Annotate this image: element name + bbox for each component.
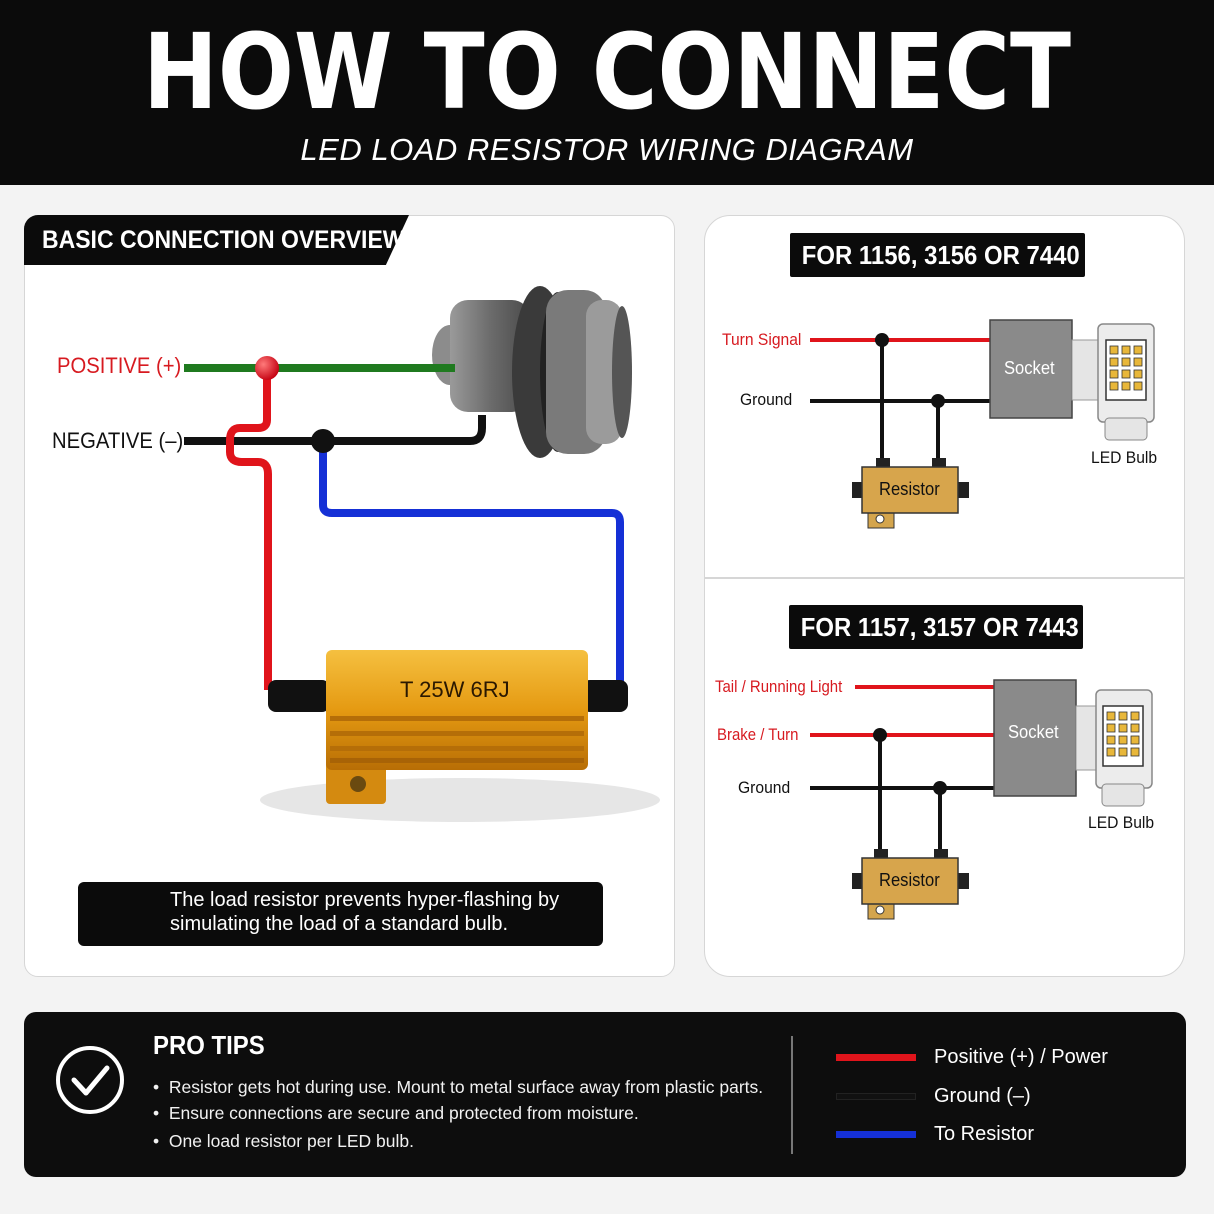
page-title: HOW TO CONNECT — [143, 11, 1071, 133]
tail-light-label: Tail / Running Light — [715, 677, 843, 696]
resistor-box — [861, 857, 959, 905]
led-bulb-label: LED Bulb — [1088, 813, 1155, 832]
info-text: The load resistor prevents hyper-flashin… — [170, 889, 560, 935]
positive-splice — [255, 356, 279, 380]
page-subtitle: LED LOAD RESISTOR WIRING DIAGRAM — [300, 132, 914, 167]
tag-1157 — [789, 605, 1083, 649]
socket-label: Socket — [1008, 722, 1059, 742]
tip-text: One load resistor per LED bulb. — [168, 1131, 414, 1151]
resistor-box — [861, 466, 959, 514]
positive-label: POSITIVE (+) — [57, 353, 182, 378]
led-bulb-label: LED Bulb — [1091, 448, 1158, 467]
pro-tips-box — [24, 1012, 1186, 1177]
resistor-component — [260, 650, 660, 822]
socket-label: Socket — [1004, 358, 1055, 378]
splice-dot — [875, 333, 889, 347]
legend-swatch-resistor — [836, 1131, 916, 1138]
legend-label-ground: Ground (–) — [934, 1085, 1031, 1107]
header-banner — [0, 0, 1214, 185]
socket-box — [989, 319, 1073, 419]
tip-text: Resistor gets hot during use. Mount to m… — [168, 1077, 764, 1097]
negative-wire — [184, 415, 486, 445]
tip-item: • Ensure connections are secure and prot… — [153, 1103, 639, 1123]
legend-swatch-positive — [836, 1054, 916, 1061]
overview-tag-label: BASIC CONNECTION OVERVIEW — [42, 226, 405, 254]
negative-splice — [311, 429, 335, 453]
negative-label: NEGATIVE (–) — [52, 428, 184, 453]
ground-label: Ground — [740, 390, 793, 409]
ground-label: Ground — [738, 778, 791, 797]
splice-dot — [931, 394, 945, 408]
checkmark-icon-path — [71, 1065, 110, 1096]
legend-label-positive: Positive (+) / Power — [934, 1046, 1108, 1068]
tag-1157-label: FOR 1157, 3157 OR 7443 — [800, 612, 1079, 642]
splice-dot — [933, 781, 947, 795]
turn-signal-label: Turn Signal — [722, 330, 802, 349]
tag-1156-label: FOR 1156, 3156 OR 7440 — [801, 240, 1080, 270]
tip-item: • One load resistor per LED bulb. — [153, 1131, 414, 1151]
checkmark-icon — [56, 1046, 124, 1114]
resistor-label: Resistor — [879, 870, 940, 890]
blue-branch-wire — [319, 441, 624, 690]
tips-divider — [791, 1036, 793, 1154]
info-callout — [78, 882, 603, 946]
resistor-marking: T 25W 6RJ — [400, 677, 510, 702]
legend-swatch-ground — [836, 1093, 916, 1100]
overview-tag — [24, 215, 409, 265]
brake-turn-label: Brake / Turn — [717, 725, 799, 744]
splice-dot — [873, 728, 887, 742]
tip-text: Ensure connections are secure and protec… — [168, 1103, 639, 1123]
legend-label-resistor: To Resistor — [934, 1123, 1035, 1145]
pro-tips-title: PRO TIPS — [153, 1030, 265, 1060]
bulb-socket — [432, 286, 632, 458]
resistor-label: Resistor — [879, 479, 940, 499]
tip-item: • Resistor gets hot during use. Mount to… — [153, 1077, 764, 1097]
tag-1156 — [790, 233, 1085, 277]
panel-divider — [704, 577, 1185, 579]
red-branch-wire — [226, 368, 272, 690]
